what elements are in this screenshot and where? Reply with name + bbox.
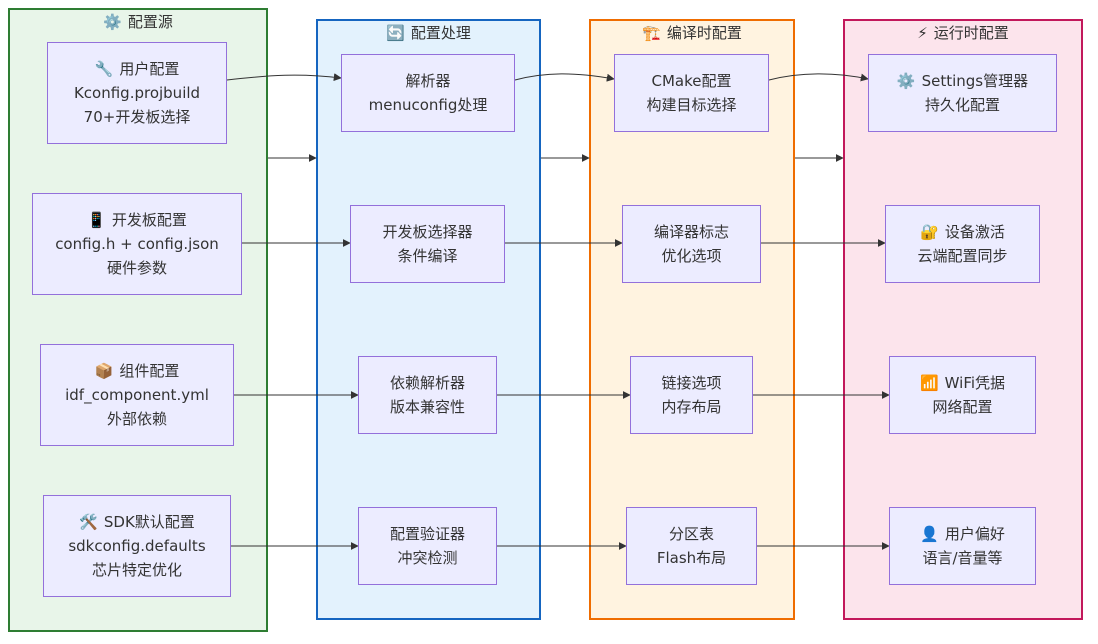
node-title: 👤 用户偏好 [920, 522, 1005, 546]
cluster-title-text: 配置处理 [410, 24, 471, 42]
node-user-config[interactable]: 🔧 用户配置 Kconfig.projbuild 70+开发板选择 [47, 42, 227, 144]
node-line: sdkconfig.defaults [68, 537, 206, 555]
node-title: 分区表 [668, 525, 714, 543]
gear-icon: ⚙️ [896, 72, 916, 90]
node-line: 冲突检测 [397, 549, 458, 567]
node-line: 外部依赖 [106, 410, 167, 428]
cluster-title-text: 编译时配置 [666, 24, 742, 42]
node-title: 编译器标志 [653, 223, 729, 241]
node-line: 优化选项 [661, 247, 722, 265]
cluster-title-text: 配置源 [127, 13, 173, 31]
node-line: 版本兼容性 [389, 398, 465, 416]
node-settings-manager[interactable]: ⚙️ Settings管理器 持久化配置 [868, 54, 1057, 132]
node-line: 持久化配置 [924, 96, 1000, 114]
cluster-title-text: 运行时配置 [933, 24, 1009, 42]
node-title-text: SDK默认配置 [103, 513, 195, 531]
gear-icon: ⚙️ [103, 13, 122, 31]
construction-crane-icon: 🏗️ [642, 24, 661, 42]
node-title: 链接选项 [661, 374, 722, 392]
node-line: 网络配置 [932, 398, 993, 416]
node-title: 📱 开发板配置 [87, 208, 187, 232]
cluster-title: ⚙️ 配置源 [10, 12, 266, 32]
node-line: menuconfig处理 [368, 96, 488, 114]
signal-bars-icon: 📶 [919, 374, 939, 392]
node-title: 📦 组件配置 [95, 359, 180, 383]
locked-with-key-icon: 🔐 [920, 223, 939, 241]
node-line: 芯片特定优化 [91, 561, 182, 579]
node-title-text: WiFi凭据 [944, 374, 1006, 392]
node-title-text: 用户偏好 [944, 525, 1005, 543]
edge-cmake-to-settings [768, 73, 869, 82]
node-cmake-config[interactable]: CMake配置 构建目标选择 [614, 54, 769, 132]
node-line: 70+开发板选择 [83, 108, 191, 126]
node-line: Flash布局 [656, 549, 727, 567]
cluster-title: 🔄 配置处理 [318, 23, 539, 43]
node-device-activation[interactable]: 🔐 设备激活 云端配置同步 [885, 205, 1040, 283]
cluster-title: ⚡ 运行时配置 [845, 23, 1081, 43]
hammer-wrench-icon: 🛠️ [79, 513, 98, 531]
user-icon: 👤 [920, 525, 939, 543]
node-line: 云端配置同步 [917, 247, 1008, 265]
node-title-text: 设备激活 [944, 223, 1005, 241]
mobile-phone-icon: 📱 [87, 211, 106, 229]
node-title: 开发板选择器 [382, 223, 473, 241]
edge-user-config-to-parser [226, 73, 342, 82]
node-parser[interactable]: 解析器 menuconfig处理 [341, 54, 515, 132]
node-line: Kconfig.projbuild [73, 84, 201, 102]
node-title: 🛠️ SDK默认配置 [79, 510, 195, 534]
node-board-selector[interactable]: 开发板选择器 条件编译 [350, 205, 505, 283]
node-config-validator[interactable]: 配置验证器 冲突检测 [358, 507, 497, 585]
node-title: CMake配置 [651, 72, 732, 90]
node-title: 📶 WiFi凭据 [920, 371, 1005, 395]
node-line: 内存布局 [661, 398, 722, 416]
node-compiler-flags[interactable]: 编译器标志 优化选项 [622, 205, 761, 283]
node-title: 🔧 用户配置 [95, 57, 180, 81]
node-board-config[interactable]: 📱 开发板配置 config.h + config.json 硬件参数 [32, 193, 242, 295]
node-title: 依赖解析器 [389, 374, 465, 392]
node-title: 配置验证器 [389, 525, 465, 543]
node-sdk-config[interactable]: 🛠️ SDK默认配置 sdkconfig.defaults 芯片特定优化 [43, 495, 231, 597]
node-line: 语言/音量等 [922, 549, 1003, 567]
node-line: 构建目标选择 [646, 96, 737, 114]
node-linker-options[interactable]: 链接选项 内存布局 [630, 356, 753, 434]
node-title-text: Settings管理器 [921, 72, 1029, 90]
node-title-text: 用户配置 [119, 60, 180, 78]
node-title: 解析器 [405, 72, 451, 90]
node-dependency-resolver[interactable]: 依赖解析器 版本兼容性 [358, 356, 497, 434]
node-component-config[interactable]: 📦 组件配置 idf_component.yml 外部依赖 [40, 344, 234, 446]
wrench-icon: 🔧 [94, 60, 114, 78]
node-title-text: 组件配置 [119, 362, 180, 380]
node-partition-table[interactable]: 分区表 Flash布局 [626, 507, 757, 585]
node-title: ⚙️ Settings管理器 [897, 69, 1028, 93]
edge-parser-to-cmake [514, 73, 615, 82]
lightning-icon: ⚡ [917, 24, 928, 42]
node-line: 条件编译 [397, 247, 458, 265]
node-title-text: 开发板配置 [111, 211, 187, 229]
node-title: 🔐 设备激活 [920, 220, 1005, 244]
cluster-title: 🏗️ 编译时配置 [591, 23, 793, 43]
node-line: 硬件参数 [106, 259, 167, 277]
node-user-preferences[interactable]: 👤 用户偏好 语言/音量等 [889, 507, 1036, 585]
refresh-icon: 🔄 [386, 24, 405, 42]
node-line: idf_component.yml [65, 386, 209, 404]
node-line: config.h + config.json [55, 235, 219, 253]
node-wifi-credentials[interactable]: 📶 WiFi凭据 网络配置 [889, 356, 1036, 434]
package-icon: 📦 [94, 362, 114, 380]
